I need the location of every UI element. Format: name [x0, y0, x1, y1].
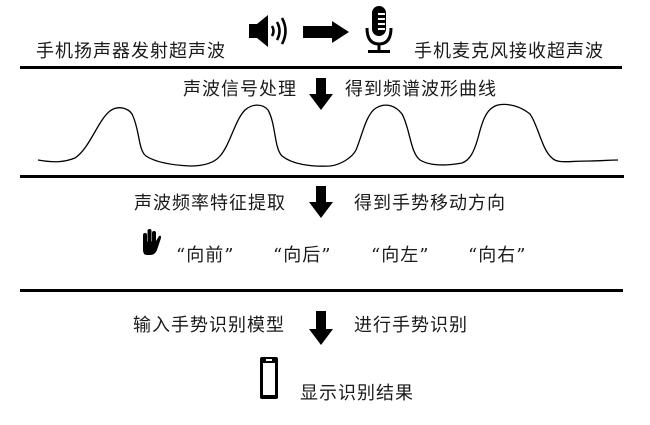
speaker-emit-label: 手机扬声器发射超声波	[36, 41, 226, 62]
display-result-label: 显示识别结果	[300, 383, 414, 404]
gesture-direction-label: 得到手势移动方向	[354, 193, 506, 214]
gesture-right: “向右”	[468, 245, 527, 266]
divider-2	[20, 175, 624, 178]
microphone-receive-label: 手机麦克风接收超声波	[414, 41, 604, 62]
down-arrow-icon	[309, 186, 333, 218]
speaker-icon	[249, 14, 291, 48]
divider-3	[20, 289, 623, 292]
gesture-recognition-label: 进行手势识别	[354, 315, 468, 336]
microphone-icon	[365, 6, 393, 56]
feature-extraction-label: 声波频率特征提取	[134, 193, 286, 214]
gesture-forward: “向前”	[176, 245, 235, 266]
hand-icon	[140, 228, 162, 256]
down-arrow-icon	[309, 78, 333, 110]
signal-processing-label: 声波信号处理	[183, 79, 297, 100]
spectrum-waveform	[0, 100, 650, 170]
waveform-curve	[37, 103, 619, 167]
phone-icon	[260, 357, 278, 399]
down-arrow-icon	[309, 311, 333, 345]
divider-1	[20, 66, 622, 69]
gesture-backward: “向后”	[273, 245, 332, 266]
input-model-label: 输入手势识别模型	[133, 315, 285, 336]
spectrum-waveform-label: 得到频谱波形曲线	[345, 79, 497, 100]
right-arrow-icon	[303, 21, 349, 43]
gesture-left: “向左”	[371, 245, 430, 266]
